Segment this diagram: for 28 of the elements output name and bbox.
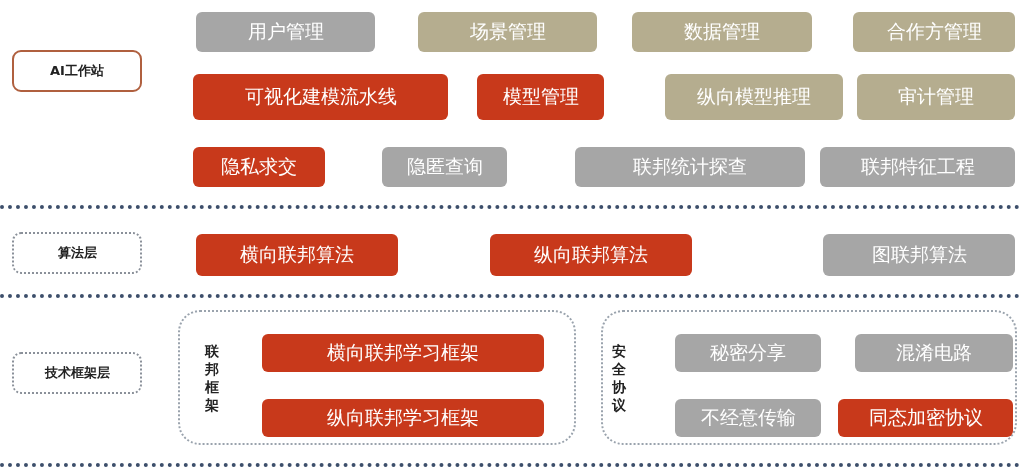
module-box: 不经意传输: [675, 399, 821, 437]
layer-label: AI工作站: [12, 50, 142, 92]
module-box: 合作方管理: [853, 12, 1015, 52]
module-box: 联邦特征工程: [820, 147, 1015, 187]
module-box: 数据管理: [632, 12, 812, 52]
module-box: 纵向联邦学习框架: [262, 399, 544, 437]
layer-label: 算法层: [12, 232, 142, 274]
group-frame: [601, 310, 1017, 445]
module-box: 审计管理: [857, 74, 1015, 120]
module-box: 横向联邦学习框架: [262, 334, 544, 372]
module-box: 横向联邦算法: [196, 234, 398, 276]
module-box: 可视化建模流水线: [193, 74, 448, 120]
module-box: 隐匿查询: [382, 147, 507, 187]
module-box: 秘密分享: [675, 334, 821, 372]
layer-label: 技术框架层: [12, 352, 142, 394]
module-box: 联邦统计探查: [575, 147, 805, 187]
module-box: 模型管理: [477, 74, 604, 120]
module-box: 纵向联邦算法: [490, 234, 692, 276]
group-frame: [178, 310, 576, 445]
group-title: 安全协议: [611, 341, 626, 414]
module-box: 纵向模型推理: [665, 74, 843, 120]
module-box: 同态加密协议: [838, 399, 1013, 437]
module-box: 混淆电路: [855, 334, 1013, 372]
module-box: 用户管理: [196, 12, 375, 52]
module-box: 隐私求交: [193, 147, 325, 187]
module-box: 图联邦算法: [823, 234, 1015, 276]
module-box: 场景管理: [418, 12, 597, 52]
group-title: 联邦框架: [204, 341, 219, 414]
